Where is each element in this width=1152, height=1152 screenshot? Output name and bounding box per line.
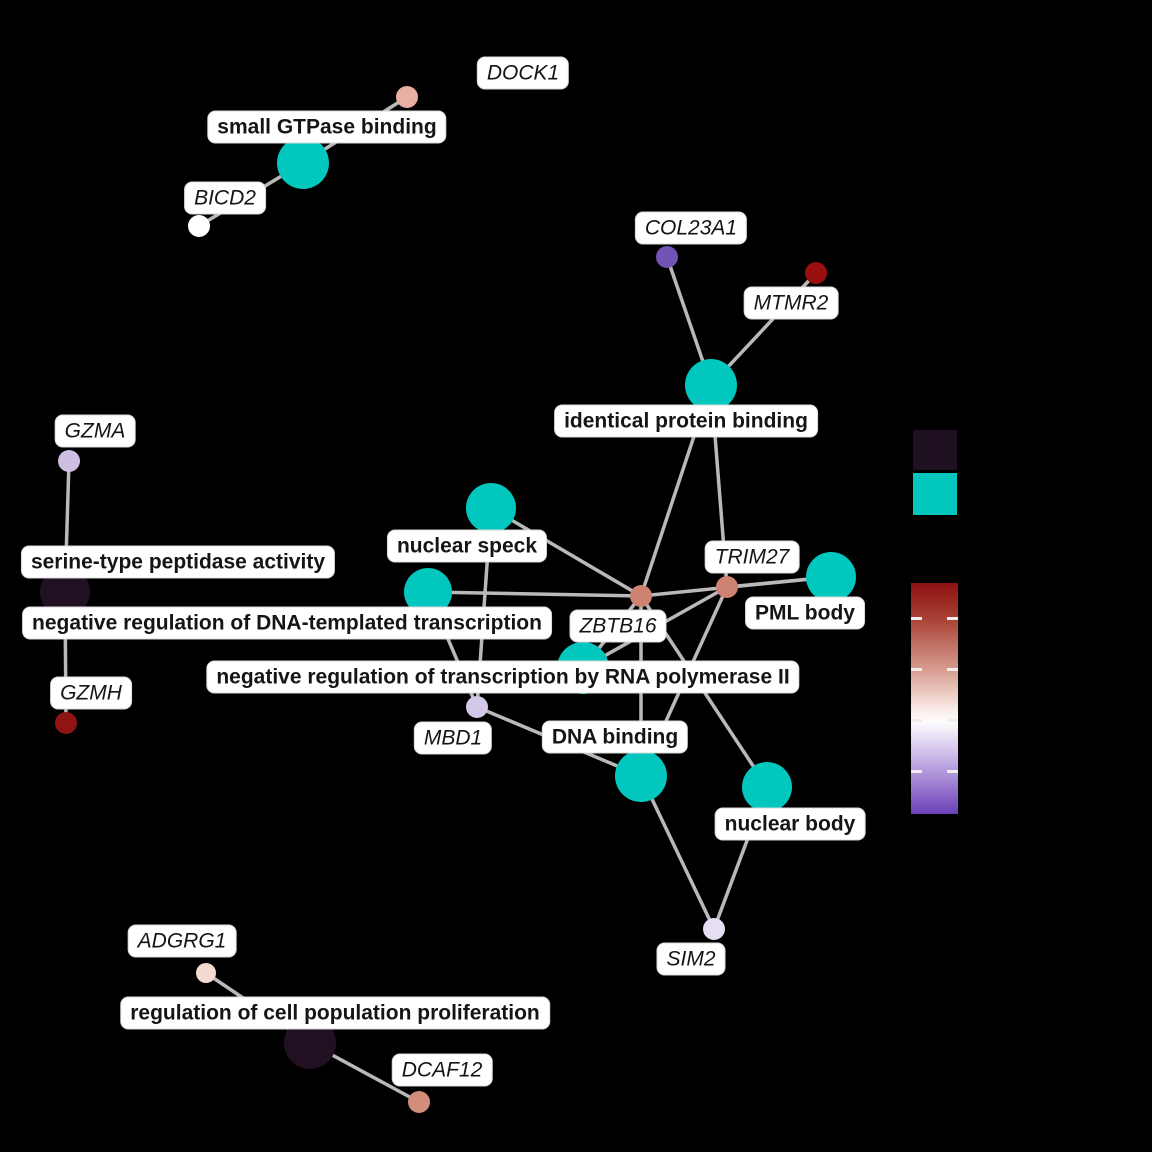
category-label-small-gtpase-binding: small GTPase binding [207, 110, 447, 144]
gene-label-SIM2: SIM2 [656, 942, 726, 976]
category-label-dna-binding: DNA binding [541, 720, 689, 754]
gene-label-TRIM27: TRIM27 [704, 540, 800, 574]
gene-node-COL23A1 [656, 246, 678, 268]
colorbar-tick-3-right [947, 770, 958, 773]
gene-label-MTMR2: MTMR2 [743, 286, 839, 320]
gene-node-MTMR2 [805, 262, 827, 284]
legend-category-swatch-teal [913, 473, 957, 515]
gene-node-SIM2 [703, 918, 725, 940]
gene-node-DOCK1 [396, 86, 418, 108]
gene-node-ZBTB16 [630, 585, 652, 607]
gene-node-BICD2 [188, 215, 210, 237]
category-node-pml-body [806, 552, 856, 602]
gene-node-GZMA [58, 450, 80, 472]
category-node-nuclear-body [742, 762, 792, 812]
gene-label-MBD1: MBD1 [413, 721, 493, 755]
legend-category-swatch-dark [913, 430, 957, 470]
category-label-neg-reg-dna-templated-transcription: negative regulation of DNA-templated tra… [22, 606, 552, 640]
colorbar-tick-0-left [911, 617, 922, 620]
gene-node-DCAF12 [408, 1091, 430, 1113]
edge-nuclear-speck--ZBTB16 [490, 506, 642, 598]
category-label-nuclear-body: nuclear body [714, 807, 866, 841]
category-node-neg-reg-dna-templated-transcription [404, 568, 452, 616]
category-node-nuclear-speck [466, 483, 516, 533]
gene-node-TRIM27 [716, 576, 738, 598]
colorbar-tick-1-left [911, 668, 922, 671]
colorbar-tick-3-left [911, 770, 922, 773]
legend-colorbar-gradient [911, 583, 958, 814]
colorbar-tick-1-right [947, 668, 958, 671]
edge-neg-reg-dna-templated-transcription--ZBTB16 [427, 590, 642, 598]
colorbar-tick-2-right [947, 719, 958, 722]
gene-node-ADGRG1 [196, 963, 216, 983]
category-label-nuclear-speck: nuclear speck [386, 529, 548, 563]
gene-node-MBD1 [466, 696, 488, 718]
category-node-serine-type-peptidase-activity [40, 567, 90, 617]
category-label-pml-body: PML body [745, 596, 865, 630]
category-label-serine-type-peptidase-activity: serine-type peptidase activity [20, 545, 336, 579]
colorbar-tick-2-left [911, 719, 922, 722]
gene-label-ZBTB16: ZBTB16 [569, 609, 667, 643]
gene-node-GZMH [55, 712, 77, 734]
gene-label-DCAF12: DCAF12 [391, 1053, 493, 1087]
category-node-identical-protein-binding [685, 359, 737, 411]
category-label-reg-cell-population-proliferation: regulation of cell population proliferat… [120, 996, 550, 1030]
gene-label-COL23A1: COL23A1 [634, 211, 748, 245]
category-node-dna-binding [615, 750, 667, 802]
gene-label-GZMH: GZMH [50, 676, 132, 710]
category-node-small-gtpase-binding [277, 137, 329, 189]
category-label-neg-reg-transcription-rna-pol-ii: negative regulation of transcription by … [206, 660, 800, 694]
gene-label-ADGRG1: ADGRG1 [127, 924, 237, 958]
colorbar-tick-0-right [947, 617, 958, 620]
gene-label-DOCK1: DOCK1 [476, 56, 570, 90]
edge-dna-binding--SIM2 [639, 775, 716, 930]
gene-label-BICD2: BICD2 [184, 181, 266, 215]
category-node-reg-cell-population-proliferation [284, 1017, 336, 1069]
category-label-identical-protein-binding: identical protein binding [554, 404, 818, 438]
gene-label-GZMA: GZMA [54, 414, 136, 448]
